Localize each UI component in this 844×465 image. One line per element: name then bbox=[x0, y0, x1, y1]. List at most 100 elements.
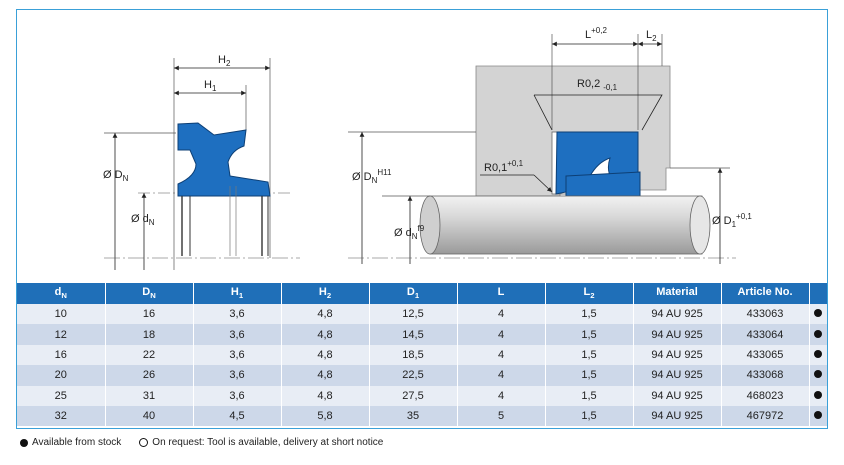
cell-stock bbox=[809, 405, 827, 427]
cell-H1: 3,6 bbox=[193, 365, 282, 386]
cell-H2: 4,8 bbox=[281, 324, 370, 345]
technical-drawing: H2 H1 Ø DN Ø dN bbox=[103, 26, 752, 270]
h1-label: H1 bbox=[204, 79, 217, 93]
r02-label: R0,2-0,1 bbox=[577, 78, 618, 92]
stock-dot-icon bbox=[814, 329, 823, 338]
cell-H1: 3,6 bbox=[193, 324, 282, 345]
legend: Available from stock On request: Tool is… bbox=[20, 437, 383, 448]
cell-dN: 25 bbox=[17, 385, 106, 406]
cell-H1: 3,6 bbox=[193, 344, 282, 366]
column-header: dN bbox=[17, 283, 106, 304]
cell-H2: 4,8 bbox=[281, 385, 370, 406]
cell-article: 433065 bbox=[721, 344, 810, 366]
r01-label: R0,1+0,1 bbox=[484, 159, 524, 174]
dn-h11-label: Ø DNH11 bbox=[352, 168, 392, 185]
filled-dot-icon bbox=[20, 438, 28, 447]
column-header: H1 bbox=[193, 283, 282, 304]
cell-stock bbox=[809, 304, 827, 325]
cell-D1: 35 bbox=[369, 405, 458, 427]
cell-DN: 22 bbox=[105, 344, 194, 366]
cell-H1: 4,5 bbox=[193, 405, 282, 427]
legend-stock: Available from stock bbox=[32, 437, 122, 448]
cell-article: 433063 bbox=[721, 304, 810, 325]
cell-DN: 31 bbox=[105, 385, 194, 406]
cell-DN: 16 bbox=[105, 304, 194, 325]
cell-D1: 18,5 bbox=[369, 344, 458, 366]
stock-dot-icon bbox=[814, 411, 823, 420]
stock-dot-icon bbox=[814, 370, 823, 379]
cell-dN: 10 bbox=[17, 304, 106, 325]
cell-material: 94 AU 925 bbox=[633, 304, 722, 325]
h2-label: H2 bbox=[218, 54, 231, 68]
l-label: L+0,2 bbox=[585, 26, 607, 41]
cell-D1: 12,5 bbox=[369, 304, 458, 325]
cell-dN: 12 bbox=[17, 324, 106, 345]
stock-dot-icon bbox=[814, 390, 823, 399]
cell-L: 4 bbox=[457, 365, 546, 386]
cell-dN: 20 bbox=[17, 365, 106, 386]
column-header: DN bbox=[105, 283, 194, 304]
cell-article: 433064 bbox=[721, 324, 810, 345]
rod bbox=[429, 195, 703, 255]
cell-dN: 32 bbox=[17, 405, 106, 427]
cell-L2: 1,5 bbox=[545, 304, 634, 325]
cell-article: 468023 bbox=[721, 385, 810, 406]
cell-DN: 18 bbox=[105, 324, 194, 345]
dn-inner-label: Ø dN bbox=[131, 213, 155, 227]
cell-L: 4 bbox=[457, 324, 546, 345]
cell-L2: 1,5 bbox=[545, 385, 634, 406]
open-dot-icon bbox=[139, 438, 149, 447]
cell-L: 4 bbox=[457, 385, 546, 406]
dn-f9-label: Ø dNf9 bbox=[394, 224, 425, 241]
cell-dN: 16 bbox=[17, 344, 106, 366]
legend-request: On request: Tool is available, delivery … bbox=[152, 437, 384, 448]
cell-material: 94 AU 925 bbox=[633, 385, 722, 406]
cell-L: 5 bbox=[457, 405, 546, 427]
left-seal-profile bbox=[177, 122, 271, 197]
cell-D1: 14,5 bbox=[369, 324, 458, 345]
cell-D1: 27,5 bbox=[369, 385, 458, 406]
cell-L: 4 bbox=[457, 304, 546, 325]
cell-stock bbox=[809, 344, 827, 366]
cell-L2: 1,5 bbox=[545, 344, 634, 366]
column-header bbox=[809, 283, 827, 304]
drawing-frame bbox=[16, 9, 828, 429]
cell-H2: 4,8 bbox=[281, 304, 370, 325]
cell-material: 94 AU 925 bbox=[633, 344, 722, 366]
column-header: L2 bbox=[545, 283, 634, 304]
d1-label: Ø D1+0,1 bbox=[712, 212, 752, 229]
cell-L2: 1,5 bbox=[545, 324, 634, 345]
column-header: L bbox=[457, 283, 546, 304]
column-header: D1 bbox=[369, 283, 458, 304]
cell-H2: 5,8 bbox=[281, 405, 370, 427]
cell-H2: 4,8 bbox=[281, 344, 370, 366]
cell-material: 94 AU 925 bbox=[633, 324, 722, 345]
dn-outer-label: Ø DN bbox=[103, 169, 129, 183]
stock-dot-icon bbox=[814, 349, 823, 358]
cell-H1: 3,6 bbox=[193, 385, 282, 406]
cell-article: 467972 bbox=[721, 405, 810, 427]
cell-L: 4 bbox=[457, 344, 546, 366]
cell-material: 94 AU 925 bbox=[633, 365, 722, 386]
cell-L2: 1,5 bbox=[545, 365, 634, 386]
cell-DN: 40 bbox=[105, 405, 194, 427]
cell-material: 94 AU 925 bbox=[633, 405, 722, 427]
cell-article: 433068 bbox=[721, 365, 810, 386]
cell-L2: 1,5 bbox=[545, 405, 634, 427]
left-seal-view: H2 H1 Ø DN Ø dN bbox=[103, 54, 300, 270]
column-header: H2 bbox=[281, 283, 370, 304]
cell-DN: 26 bbox=[105, 365, 194, 386]
cell-stock bbox=[809, 324, 827, 345]
cell-H1: 3,6 bbox=[193, 304, 282, 325]
column-header: Material bbox=[633, 283, 722, 304]
l2-label: L2 bbox=[646, 29, 657, 43]
cell-stock bbox=[809, 365, 827, 386]
